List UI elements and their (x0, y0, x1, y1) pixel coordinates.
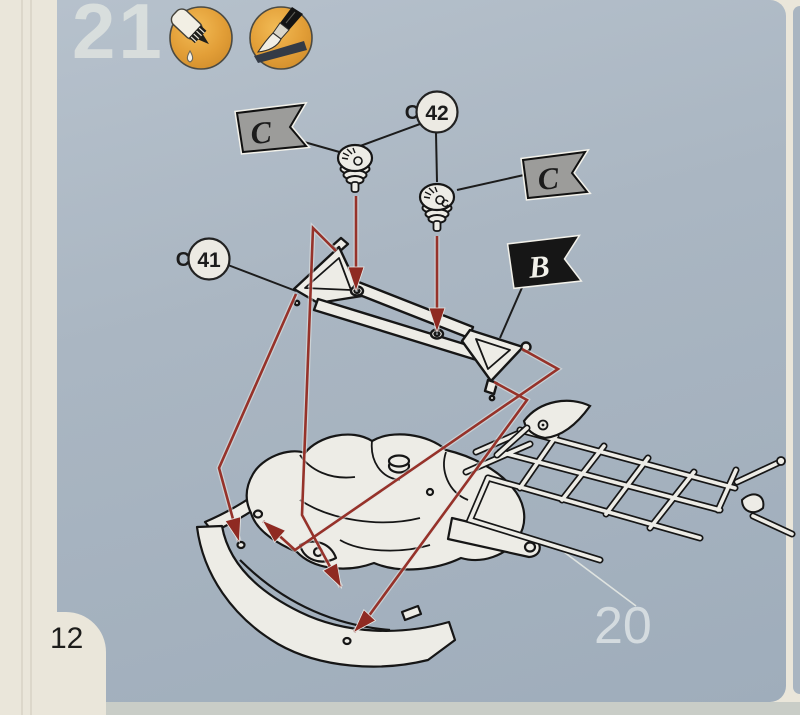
flag-c-left: C (234, 101, 311, 155)
sprue-letter: C (176, 249, 190, 271)
apply-glue-icon (169, 6, 233, 70)
arrow-bracket-left-tip (217, 293, 298, 544)
callout-line-c42-right (435, 132, 438, 183)
reference-pointer-line (559, 548, 637, 607)
arrow-bracket-right-tip (261, 347, 561, 552)
headlamp-part-left (336, 143, 374, 194)
front-fender-panel (195, 524, 457, 668)
page-number: 12 (50, 622, 84, 655)
brake-lever-part (493, 399, 592, 459)
callout-lines (227, 123, 525, 339)
color-flag-label: C (249, 114, 274, 151)
arrow-bracket-post (300, 224, 343, 589)
sprue-letter: C (405, 102, 419, 124)
page-fold-line (30, 0, 32, 715)
color-flag-label: B (526, 248, 551, 285)
page-bottom-gutter (57, 702, 800, 715)
headlamp-part-right: C (418, 182, 456, 233)
arrow-bracket-lower-post (352, 380, 529, 634)
adjacent-panel-edge (793, 6, 800, 694)
flag-c-right: C (520, 148, 592, 201)
previous-assembly-label: 20 (594, 597, 652, 655)
page-corner-cutout (0, 612, 106, 715)
part-number: 42 (425, 102, 448, 125)
step-number: 21 (72, 0, 165, 75)
rear-frame-lattice (462, 399, 796, 564)
part-number-circle (415, 90, 459, 134)
part-mould-mark: C (441, 198, 449, 210)
color-flag-label: C (536, 160, 560, 197)
page-fold-line (21, 0, 23, 715)
callout-c42: C 42 (405, 90, 459, 134)
apply-paint-icon (249, 6, 313, 70)
callout-line-c42-left (351, 123, 421, 150)
callout-line-c41 (227, 264, 297, 292)
flag-line-b (499, 282, 525, 339)
part-number-circle (187, 237, 231, 281)
chassis-assembly (195, 433, 541, 668)
part-number: 41 (197, 249, 221, 272)
light-bar-bracket-part (292, 236, 532, 402)
flag-b: B (506, 234, 583, 290)
callout-c41: C 41 (176, 237, 231, 281)
flag-line-c2 (456, 174, 525, 191)
body-cowl-part (245, 433, 526, 571)
assembly-arrows (216, 196, 563, 634)
